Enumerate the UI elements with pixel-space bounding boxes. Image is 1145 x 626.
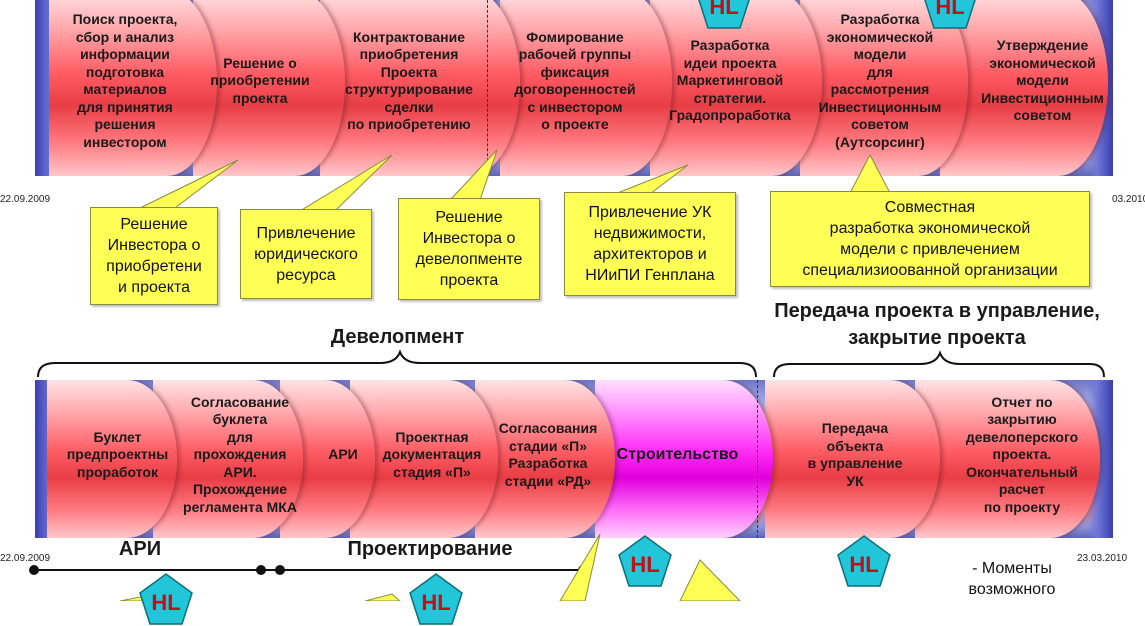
bottom-start-date: 22.09.2009 bbox=[0, 553, 51, 564]
bottom-segment-shape-1 bbox=[47, 380, 177, 538]
bottom-timeline bbox=[29, 533, 741, 601]
hl-badge-icon: HL bbox=[138, 572, 194, 626]
hl-badge-icon: HL bbox=[617, 534, 673, 588]
svg-text:HL: HL bbox=[421, 590, 450, 615]
top-segment-shape-7 bbox=[940, 0, 1108, 176]
bottom-segment-6: Строительство bbox=[616, 446, 739, 464]
top-divider-dashed bbox=[487, 0, 488, 176]
bottom-segment-5: Согласования стадии «П» Разработка стади… bbox=[498, 420, 598, 489]
top-start-date: 22.09.2009 bbox=[0, 194, 51, 205]
bottom-process-band bbox=[35, 380, 1113, 538]
bottom-segment-4: Проектная документация стадия «П» bbox=[382, 428, 482, 480]
bottom-divider-dashed bbox=[757, 380, 758, 538]
top-segment-shape-1 bbox=[49, 0, 217, 176]
bottom-segment-shape-8 bbox=[915, 380, 1100, 538]
top-segment-2: Решение о приобретении проекта bbox=[210, 54, 310, 106]
bottom-segment-8: Отчет по закрытию девелоперского проекта… bbox=[965, 393, 1079, 515]
hl-badge-icon: HL bbox=[696, 0, 752, 30]
top-end-date: 03.2010 bbox=[1112, 194, 1145, 205]
hl-badge-icon: HL bbox=[408, 572, 464, 626]
bottom-segment-3: АРИ bbox=[328, 446, 358, 463]
svg-text:HL: HL bbox=[935, 0, 964, 19]
bottom-segment-shape-2 bbox=[153, 380, 303, 538]
callout-attract-uk-architects: Привлечение УК недвижимости, архитекторо… bbox=[564, 192, 736, 296]
top-segment-7: Утверждение экономической модели Инвести… bbox=[981, 37, 1104, 124]
development-heading: Девелопмент bbox=[330, 326, 465, 348]
bottom-segment-shape-6 bbox=[595, 380, 773, 538]
callout-joint-economic-model: Совместная разработка экономической моде… bbox=[770, 191, 1090, 287]
hl-badge-icon: HL bbox=[922, 0, 978, 30]
braces bbox=[37, 349, 1105, 378]
top-segment-shape-3 bbox=[320, 0, 520, 176]
top-segment-shape-5 bbox=[650, 0, 822, 176]
top-segment-shape-2 bbox=[193, 0, 345, 176]
phase-label-ari: АРИ bbox=[118, 538, 162, 560]
callout-investor-acquisition-decision: Решение Инвестора о приобретени и проект… bbox=[90, 207, 218, 305]
bottom-segment-7: Передача объекта в управление УК bbox=[807, 420, 903, 489]
hl-badge-icon: HL bbox=[836, 534, 892, 588]
bottom-segment-1: Буклет предпроектны проработок bbox=[66, 428, 169, 480]
bottom-end-date: 23.03.2010 bbox=[1077, 553, 1128, 564]
bottom-segment-2: Согласование буклета для прохождения АРИ… bbox=[183, 393, 297, 515]
top-segment-1: Поиск проекта, сбор и анализ информации … bbox=[72, 11, 178, 150]
svg-text:HL: HL bbox=[630, 552, 659, 577]
top-segment-5: Разработка идеи проекта Маркетинговой ст… bbox=[669, 37, 791, 124]
legend-text: - Моменты возможного bbox=[968, 560, 1056, 598]
callout-legal-resource: Привлечение юридического ресурса bbox=[240, 209, 372, 299]
handover-heading: Передача проекта в управление, закрытие … bbox=[774, 300, 1100, 349]
bottom-segment-shape-5 bbox=[475, 380, 615, 538]
top-segment-shape-4 bbox=[500, 0, 672, 176]
top-segment-shape-6 bbox=[800, 0, 968, 176]
top-segment-4: Фомирование рабочей группы фиксация дого… bbox=[514, 28, 636, 133]
svg-text:HL: HL bbox=[849, 552, 878, 577]
phase-label-design: Проектирование bbox=[347, 538, 513, 560]
callout-investor-development-decision: Решение Инвестора о девелопменте проекта bbox=[398, 198, 540, 300]
top-segment-3: Контрактование приобретения Проекта стру… bbox=[345, 28, 473, 133]
bottom-segment-shape-7 bbox=[765, 380, 940, 538]
top-segment-6: Разработка экономической модели для расс… bbox=[818, 11, 942, 150]
top-process-band bbox=[35, 0, 1113, 176]
svg-text:HL: HL bbox=[151, 590, 180, 615]
svg-text:HL: HL bbox=[709, 0, 738, 19]
